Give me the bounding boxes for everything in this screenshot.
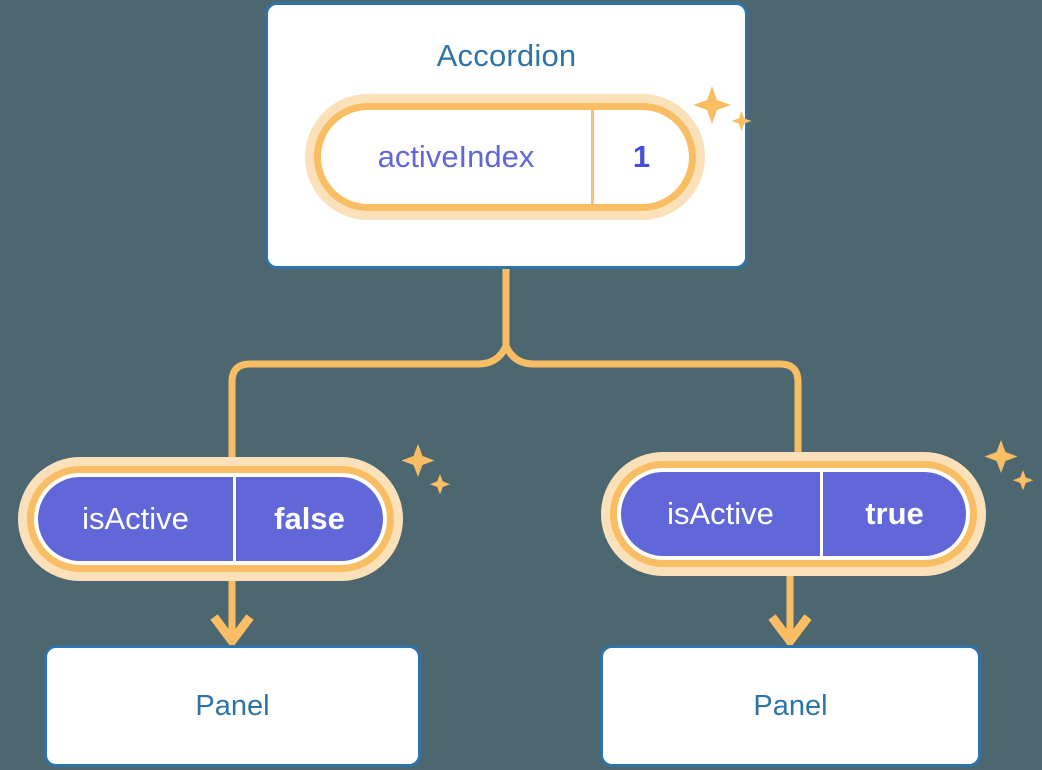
pill-glow-ring: isActive true: [601, 452, 986, 576]
panel-box-right: Panel: [600, 645, 981, 767]
sparkle-icon-left: [401, 444, 451, 495]
pill-body: isActive true: [621, 472, 966, 556]
pill-glow-ring: isActive false: [18, 457, 403, 581]
state-pill-active-index[interactable]: activeIndex 1: [305, 94, 705, 220]
pill-value-label: true: [820, 472, 966, 556]
pill-key-label: isActive: [667, 496, 774, 531]
sparkle-icon-top: [693, 86, 752, 132]
panel-box-left: Panel: [44, 645, 421, 767]
connector-bus: [228, 342, 802, 461]
sparkle-icon-right: [984, 440, 1034, 491]
panel-title: Panel: [753, 689, 828, 722]
pill-value-label: 1: [591, 110, 689, 204]
pill-border: isActive false: [27, 466, 394, 572]
panel-title: Panel: [195, 689, 270, 722]
accordion-title: Accordion: [436, 38, 577, 73]
pill-key-label: activeIndex: [377, 139, 535, 174]
pill-value-label: false: [233, 477, 383, 561]
prop-pill-is-active-true[interactable]: isActive true: [601, 452, 986, 576]
arrow-left-head: [210, 614, 254, 649]
pill-key-label: isActive: [82, 501, 189, 536]
pill-body: isActive false: [38, 477, 383, 561]
pill-glow-ring: activeIndex 1: [305, 94, 705, 220]
pill-border: activeIndex 1: [314, 103, 696, 211]
pill-border: isActive true: [610, 461, 977, 567]
arrow-right-head: [768, 614, 812, 649]
prop-pill-is-active-false[interactable]: isActive false: [18, 457, 403, 581]
